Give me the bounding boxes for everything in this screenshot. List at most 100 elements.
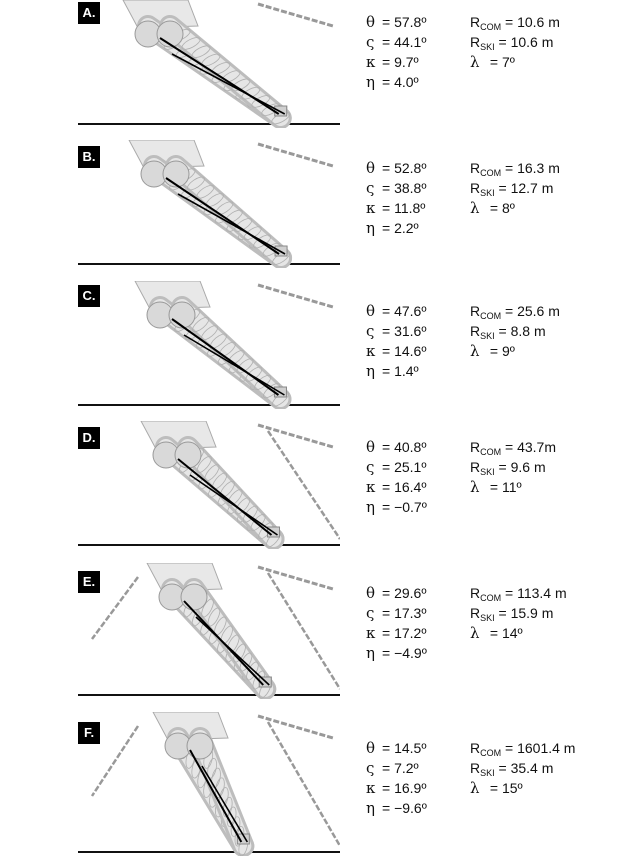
panel-a: A. θ= 57.8º ς= 44.1º κ= 9.7º η= 4.0º RCO… <box>0 0 619 130</box>
leg-axis-line <box>177 193 286 255</box>
panel-label: A. <box>78 2 100 24</box>
mesh-ring <box>242 505 258 523</box>
gate-pole <box>257 142 334 168</box>
hip-joint <box>162 160 190 188</box>
eta-value: = −9.6º <box>382 800 427 816</box>
panel-label: D. <box>78 427 100 449</box>
leg-mesh <box>186 581 274 697</box>
rcom-value: = 43.7m <box>505 439 556 455</box>
skier-figure <box>78 0 340 128</box>
skier-figure <box>78 140 340 268</box>
gate-pole <box>257 714 334 740</box>
rcom-value: = 113.4 m <box>505 585 567 601</box>
mesh-ring <box>211 62 231 75</box>
theta-value: = 57.8º <box>382 14 427 30</box>
panel-c: C. θ= 47.6º ς= 31.6º κ= 14.6º η= 1.4º RC… <box>0 281 619 411</box>
lambda-value: = 15º <box>489 780 523 796</box>
leg-mesh <box>180 439 282 547</box>
radius-values: RCOM = 16.3 m RSKI = 12.7 m λ = 8º <box>470 160 560 217</box>
leg-axis-line <box>189 749 243 843</box>
skier-figure <box>78 563 340 699</box>
mesh-ring <box>231 78 251 92</box>
skier-diagram <box>78 563 340 699</box>
lambda-value: = 9º <box>489 343 515 359</box>
rcom-value: = 10.6 m <box>505 14 560 30</box>
mesh-ring <box>207 607 221 627</box>
eta-value: = −0.7º <box>382 499 427 515</box>
leg-axis-line <box>171 318 280 396</box>
rcom-value: = 25.6 m <box>505 303 560 319</box>
panel-label: B. <box>78 146 100 168</box>
eta-value: = 4.0º <box>382 74 419 90</box>
angle-values: θ= 29.6º ς= 17.3º κ= 17.2º η= −4.9º <box>366 584 427 662</box>
leg-axis-line <box>165 177 280 255</box>
mesh-ring <box>233 643 246 663</box>
zeta-value: = 44.1º <box>382 34 427 50</box>
mesh-ring <box>186 176 205 191</box>
gate-pole <box>90 576 140 640</box>
rcom-value: = 1601.4 m <box>505 740 576 756</box>
hip-joint <box>180 583 208 611</box>
hip-joint <box>156 20 184 48</box>
rski-value: = 8.8 m <box>498 323 546 339</box>
mesh-ring <box>226 634 240 654</box>
mesh-ring <box>236 358 254 374</box>
mesh-ring <box>196 455 212 473</box>
angle-values: θ= 52.8º ς= 38.8º κ= 11.8º η= 2.2º <box>366 159 427 237</box>
mesh-ring <box>251 95 271 108</box>
angle-values: θ= 14.5º ς= 7.2º κ= 16.9º η= −9.6º <box>366 739 427 817</box>
leg-axis-line <box>183 334 285 396</box>
kappa-value: = 16.9º <box>382 780 427 796</box>
mesh-ring <box>181 37 201 50</box>
radius-values: RCOM = 10.6 m RSKI = 10.6 m λ = 7º <box>470 14 560 71</box>
mesh-ring <box>191 45 211 59</box>
kappa-value: = 14.6º <box>382 343 427 359</box>
zeta-value: = 17.3º <box>382 605 427 621</box>
rski-value: = 35.4 m <box>498 760 554 776</box>
skier-figure <box>78 421 340 549</box>
mesh-ring <box>215 201 234 216</box>
zeta-value: = 25.1º <box>382 459 427 475</box>
radius-values: RCOM = 113.4 m RSKI = 15.9 m λ = 14º <box>470 585 567 642</box>
hip-joint <box>186 732 214 760</box>
mesh-ring <box>201 598 214 618</box>
radius-values: RCOM = 1601.4 m RSKI = 35.4 m λ = 15º <box>470 740 576 797</box>
skier-diagram <box>78 712 340 856</box>
gate-pole <box>266 430 340 540</box>
panel-label: E. <box>78 571 100 593</box>
lambda-value: = 11º <box>489 479 522 495</box>
lambda-value: = 7º <box>489 54 515 70</box>
leg-axis-line <box>159 37 280 115</box>
zeta-value: = 38.8º <box>382 180 427 196</box>
radius-values: RCOM = 25.6 m RSKI = 8.8 m λ = 9º <box>470 303 560 360</box>
rski-value: = 9.6 m <box>498 459 546 475</box>
leg-axis-line <box>195 616 270 686</box>
leg-axis-line <box>189 474 278 536</box>
theta-value: = 40.8º <box>382 439 427 455</box>
mesh-ring <box>220 625 234 645</box>
lambda-value: = 14º <box>489 625 523 641</box>
theta-value: = 29.6º <box>382 585 427 601</box>
gate-pole <box>257 2 334 28</box>
gate-pole <box>266 721 340 847</box>
kappa-value: = 9.7º <box>382 54 419 70</box>
hip-joint <box>168 301 196 329</box>
angle-values: θ= 57.8º ς= 44.1º κ= 9.7º η= 4.0º <box>366 13 427 91</box>
leg-axis-line <box>177 458 273 536</box>
theta-value: = 14.5º <box>382 740 427 756</box>
skier-diagram <box>78 0 340 128</box>
mesh-ring <box>196 184 215 199</box>
angle-values: θ= 40.8º ς= 25.1º κ= 16.4º η= −0.7º <box>366 438 427 516</box>
mesh-ring <box>234 217 253 232</box>
panel-d: D. θ= 40.8º ς= 25.1º κ= 16.4º η= −0.7º R… <box>0 421 619 551</box>
skier-figure <box>78 712 340 856</box>
panel-label: F. <box>78 722 100 744</box>
gate-pole <box>266 572 340 690</box>
mesh-ring <box>227 350 245 366</box>
eta-value: = 2.2º <box>382 220 419 236</box>
eta-value: = −4.9º <box>382 645 427 661</box>
gate-pole <box>257 423 334 449</box>
mesh-ring <box>192 316 210 333</box>
rski-value: = 12.7 m <box>498 180 554 196</box>
panel-f: F. θ= 14.5º ς= 7.2º κ= 16.9º η= −9.6º RC… <box>0 712 619 858</box>
